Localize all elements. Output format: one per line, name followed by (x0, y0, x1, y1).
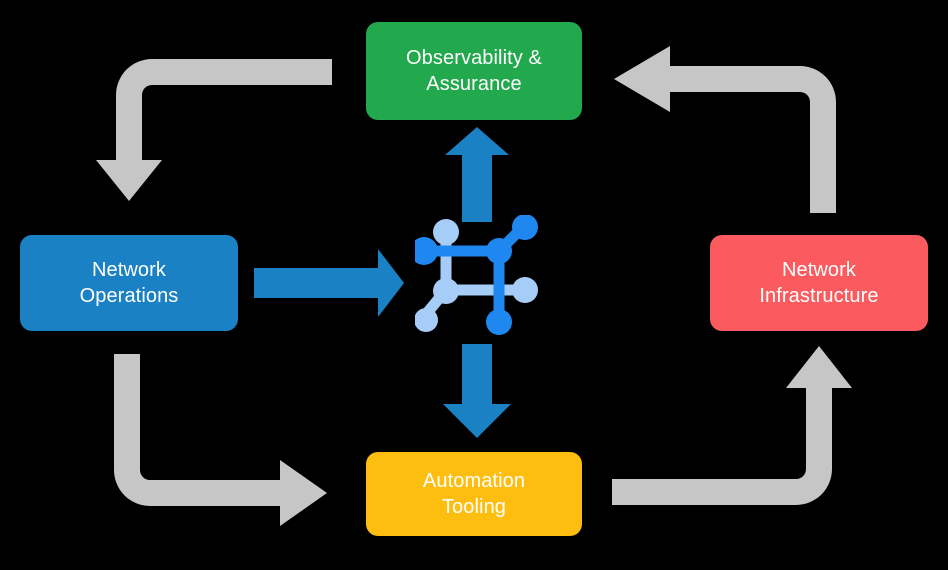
network-topology-icon (410, 214, 540, 340)
arrow-observability-to-operations (96, 59, 332, 201)
arrow-automation-to-infrastructure (612, 346, 852, 505)
box-automation-tooling[interactable]: Automation Tooling (366, 452, 582, 536)
box-network-operations[interactable]: Network Operations (20, 235, 238, 331)
arrow-center-to-automation (443, 344, 511, 438)
arrow-infrastructure-to-observability (614, 46, 836, 213)
box-infrastructure-label: Network Infrastructure (759, 259, 879, 307)
box-observability-label: Observability & Assurance (406, 47, 542, 95)
box-automation-label: Automation Tooling (422, 470, 526, 518)
topology-dark-nodes (410, 214, 538, 335)
arrow-center-to-observability (445, 127, 509, 222)
arrow-operations-to-automation (114, 354, 327, 526)
box-operations-label: Network Operations (79, 259, 179, 307)
box-network-infrastructure[interactable]: Network Infrastructure (710, 235, 928, 331)
arrow-operations-to-center (254, 249, 404, 317)
topology-light-nodes (414, 219, 538, 332)
box-observability-assurance[interactable]: Observability & Assurance (366, 22, 582, 120)
